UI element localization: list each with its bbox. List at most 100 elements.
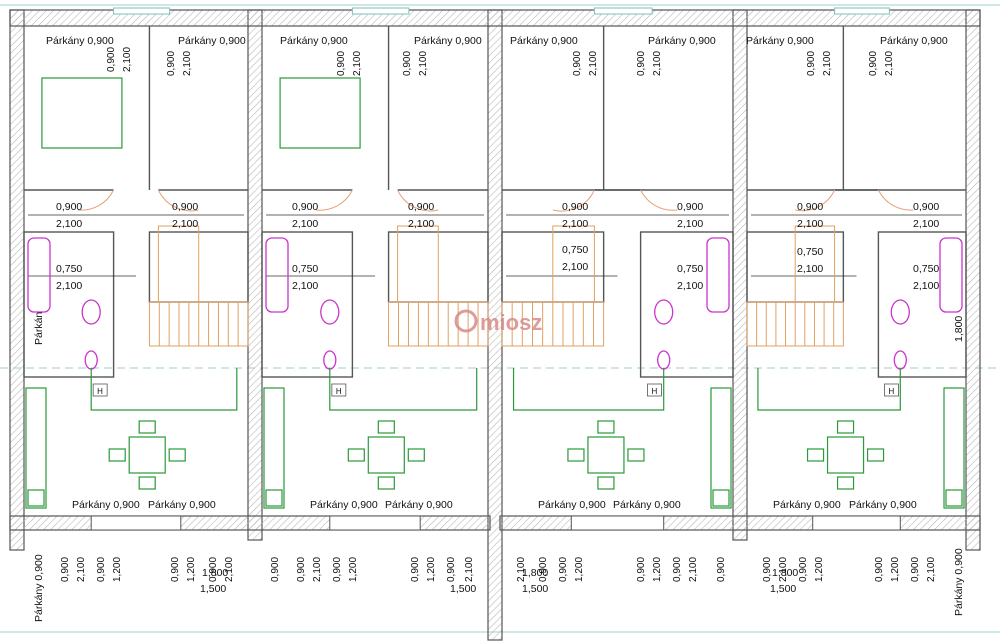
dim-label: 0,750 [797, 246, 823, 258]
dim-label: 2,100 [822, 51, 833, 76]
dim-label: 0,900 [166, 51, 177, 76]
bathroom-wall [261, 231, 354, 378]
dim-label: 1,800 [202, 567, 228, 579]
parapet-label: Párkány 0,900 [148, 499, 216, 511]
dim-label: 0,900 [170, 557, 181, 582]
dim-label: 1,800 [772, 567, 798, 579]
dim-label: 2,100 [913, 280, 939, 292]
dim-label: 2,100 [172, 218, 198, 230]
parapet-side-label: Párkány 0,900 [953, 548, 965, 616]
dim-label: 2,100 [516, 557, 527, 582]
marker-label: H [336, 387, 342, 396]
window-recess [113, 7, 171, 15]
parapet-label: Párkány 0,900 [538, 499, 606, 511]
bathtub-icon [27, 237, 51, 313]
parapet-label: Párkány 0,900 [178, 35, 246, 47]
bathroom-wall [877, 231, 967, 378]
window-recess [351, 7, 410, 15]
staircase-upper [552, 225, 595, 303]
chair-icon [567, 448, 585, 462]
dim-label: 0,900 [332, 557, 343, 582]
dim-label: 0,750 [56, 263, 82, 275]
chair-icon [627, 448, 645, 462]
dim-label: 2,100 [588, 51, 599, 76]
dim-label: 2,100 [913, 218, 939, 230]
staircase-upper [157, 225, 200, 303]
dim-label: 0,750 [677, 263, 703, 275]
dim-label: 1,200 [186, 557, 197, 582]
parapet-side-label: Párkány 0,900 [33, 554, 45, 622]
door-swing [877, 189, 914, 211]
door-swing [795, 189, 836, 212]
door-swing [552, 189, 595, 212]
toilet-icon [893, 350, 907, 370]
top-vertical-dims: 0,900 2,100 0,900 2,100 0,900 2,100 0,90… [106, 47, 895, 76]
dim-label: 2,100 [562, 218, 588, 230]
dim-label: 0,900 [874, 557, 885, 582]
chair-icon [138, 420, 156, 434]
dim-label: 0,900 [538, 557, 549, 582]
dim-label: 2,100 [292, 280, 318, 292]
door-swing [77, 189, 115, 211]
bathtub-icon [706, 237, 730, 313]
dim-label: 0,900 [716, 557, 727, 582]
parapet-side-label: Párkán [33, 312, 45, 345]
parapet-label: Párkány 0,900 [880, 35, 948, 47]
chair-icon [806, 448, 825, 462]
marker-box [331, 383, 347, 397]
chair-icon [347, 448, 365, 462]
dim-label: 0,750 [913, 263, 939, 275]
kitchen-counter [263, 387, 285, 509]
bed-icon [41, 77, 123, 149]
toilet-icon [323, 350, 337, 370]
dim-label: 2,100 [652, 51, 663, 76]
parapet-label: Párkány 0,900 [385, 499, 453, 511]
dim-label: 2,100 [408, 218, 434, 230]
chair-icon [836, 476, 855, 490]
parapet-label: Párkány 0,900 [414, 35, 482, 47]
dim-label: 2,100 [926, 557, 937, 582]
top-wall [9, 9, 981, 27]
dim-label: 2,100 [797, 218, 823, 230]
dim-label: 1,200 [890, 557, 901, 582]
parapet-label: Párkány 0,900 [849, 499, 917, 511]
bathtub-icon [939, 237, 963, 313]
chair-icon [597, 420, 615, 434]
dining-table-icon [587, 436, 625, 474]
watermark: miosz [454, 309, 542, 335]
dim-label: 2,100 [418, 51, 429, 76]
dim-label: 0,900 [762, 557, 773, 582]
door-swing [640, 189, 678, 211]
dim-label: 2,100 [122, 47, 133, 72]
dim-label: 0,900 [562, 201, 588, 213]
living-zone-outline [757, 368, 901, 411]
kitchen-counter [943, 387, 965, 509]
staircase-upper [794, 225, 836, 303]
dim-label: 0,900 [910, 557, 921, 582]
bottom-parapet-labels: Párkány 0,900 Párkány 0,900 Párkány 0,90… [72, 499, 917, 511]
dim-label: 2,100 [56, 218, 82, 230]
parapet-label: Párkány 0,900 [46, 35, 114, 47]
chair-icon [138, 476, 156, 490]
dim-label: 0,900 [408, 201, 434, 213]
watermark-logo-icon [454, 309, 478, 333]
unit-4: H [746, 7, 967, 531]
parapet-label: Párkány 0,900 [280, 35, 348, 47]
dim-label: 0,900 [572, 51, 583, 76]
bottom-vertical-dims: 0,900 2,100 0,900 1,200 0,900 1,200 0,90… [60, 557, 937, 582]
dim-label: 2,100 [797, 263, 823, 275]
sink-icon [320, 299, 340, 325]
bathroom-wall [23, 231, 115, 378]
dim-label: 2,100 [182, 51, 193, 76]
marker-label: H [889, 387, 895, 396]
door-swing [397, 189, 439, 212]
dim-label: 0,900 [208, 557, 219, 582]
kitchen-counter [710, 387, 732, 509]
sink-icon [81, 299, 101, 325]
chair-icon [866, 448, 885, 462]
parapet-label: Párkány 0,900 [510, 35, 578, 47]
stove-icon [712, 489, 730, 507]
stove-icon [265, 489, 283, 507]
bottom-horizontal-dims: 1,800 1,500 1,500 1,800 1,500 1,800 1,50… [200, 567, 798, 595]
living-zone-outline [90, 368, 238, 411]
